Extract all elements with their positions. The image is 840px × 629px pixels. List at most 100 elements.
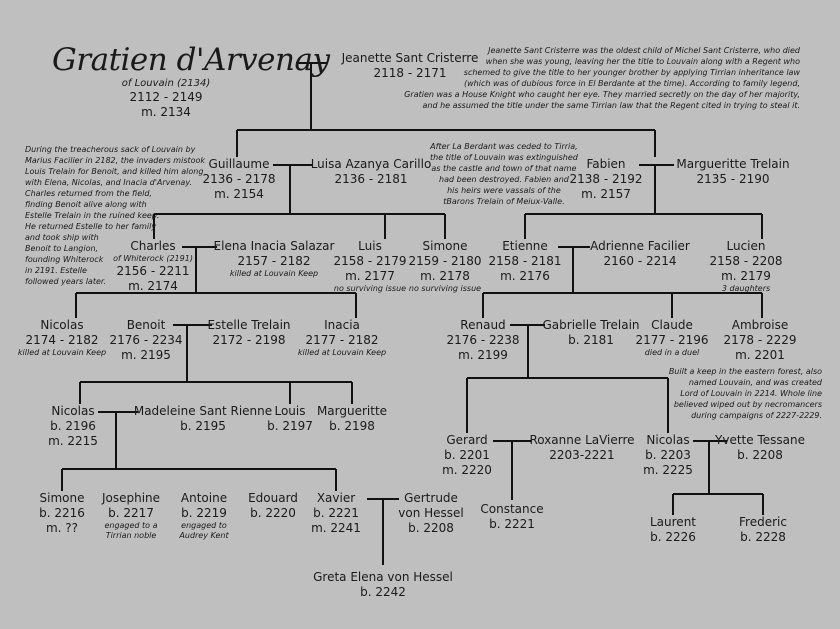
- person-note: engaged to a: [104, 521, 158, 530]
- person-name: Laurent: [649, 515, 697, 529]
- person-name: Gabrielle Trelain: [542, 318, 640, 332]
- person-detail: 2177 - 2182: [305, 333, 379, 347]
- note-ambroise: Built a keep in the eastern forest, also…: [669, 366, 822, 421]
- person-note: Tirrian noble: [105, 531, 157, 540]
- person-detail: 2135 - 2190: [696, 172, 770, 186]
- person-name: Claude: [651, 318, 693, 332]
- person-detail: 2156 - 2211: [116, 264, 190, 278]
- person-name: Margueritte Trelain: [676, 157, 790, 171]
- note-line: Benoit to Langion,: [25, 244, 99, 253]
- person-name: Frederic: [739, 515, 787, 529]
- person-note: no surviving issue: [333, 284, 407, 293]
- note-line: finding Benoit alive along with: [25, 200, 147, 209]
- person-detail: 2176 - 2234: [109, 333, 183, 347]
- person-name: Simone: [422, 239, 468, 253]
- person-name: Gertrude: [404, 491, 458, 505]
- person-detail: m. ??: [45, 521, 79, 535]
- person-detail: b. 2203: [645, 448, 691, 462]
- note-line: Estelle Trelain in the ruined keep.: [25, 211, 160, 220]
- note-line: named Louvain, and was created: [688, 378, 822, 387]
- person-detail: m. 2134: [141, 105, 191, 119]
- note-line: Charles returned from the field,: [25, 189, 152, 198]
- person-detail: b. 2195: [180, 419, 226, 433]
- person-detail: m. 2179: [721, 269, 771, 283]
- person-name: Louis: [274, 404, 306, 418]
- person-detail: 2172 - 2198: [212, 333, 286, 347]
- person-name: Elena Inacia Salazar: [213, 239, 335, 253]
- person-name: Constance: [480, 502, 544, 516]
- person-detail: 2177 - 2196: [635, 333, 709, 347]
- note-line: During the treacherous sack of Louvain b…: [25, 145, 196, 154]
- person-note: killed at Louvain Keep: [229, 269, 319, 278]
- note-line: followed years later.: [25, 277, 106, 286]
- person-note: died in a duel: [644, 348, 700, 357]
- person-detail: b. 2226: [650, 530, 696, 544]
- title-name: Gratien d'Arvenay: [52, 42, 330, 78]
- person-detail: m. 2178: [420, 269, 470, 283]
- person-detail: 2136 - 2181: [334, 172, 408, 186]
- person-detail: 2159 - 2180: [408, 254, 482, 268]
- note-line: and took ship with: [25, 233, 99, 242]
- note-line: (which was of dubious force in El Berdan…: [464, 79, 800, 88]
- person-name: Fabien: [586, 157, 626, 171]
- link-etienne-children: [482, 247, 763, 318]
- person-detail: b. 2242: [360, 585, 406, 599]
- link-benoit-children: [79, 325, 353, 404]
- person-name: Nicolas: [51, 404, 95, 418]
- note-line: and he assumed the title under the same …: [422, 101, 800, 110]
- link-gen1-children: [236, 63, 656, 157]
- person-note: of Whiterock (2191): [113, 254, 193, 263]
- person-detail: 2112 - 2149: [129, 90, 203, 104]
- person-detail: of Louvain (2134): [121, 78, 211, 89]
- note-line: the title of Louvain was extinguished: [430, 153, 578, 162]
- person-detail: 2158 - 2181: [488, 254, 562, 268]
- person-name: Charles: [130, 239, 176, 253]
- link-nicolas-children: [61, 412, 337, 491]
- person-detail: b. 2208: [408, 521, 454, 535]
- person-name: Greta Elena von Hessel: [313, 570, 453, 584]
- person-detail: m. 2195: [121, 348, 171, 362]
- person-name: Ambroise: [731, 318, 789, 332]
- person-note: killed at Louvain Keep: [17, 348, 107, 357]
- person-detail: b. 2221: [313, 506, 359, 520]
- person-detail: b. 2198: [329, 419, 375, 433]
- note-line: He returned Estelle to her family: [25, 222, 157, 231]
- person-name: Lucien: [726, 239, 766, 253]
- person-name: Luisa Azanya Carillo: [310, 157, 432, 171]
- person-name: Nicolas: [646, 433, 690, 447]
- note-line: Built a keep in the eastern forest, also: [668, 367, 822, 376]
- person-detail: 2160 - 2214: [603, 254, 677, 268]
- note-line: Jeanette Sant Cristerre was the oldest c…: [488, 46, 800, 55]
- person-detail: b. 2221: [489, 517, 535, 531]
- note-line: as the castle and town of that name: [431, 164, 577, 173]
- person-detail: m. 2220: [442, 463, 492, 477]
- person-detail: m. 2154: [214, 187, 264, 201]
- person-detail: m. 2157: [581, 187, 631, 201]
- person-name: Edouard: [248, 491, 298, 505]
- note-line: believed wiped out by necromancers: [673, 400, 822, 409]
- person-detail: b. 2217: [108, 506, 154, 520]
- person-detail: 2158 - 2179: [333, 254, 407, 268]
- person-note: killed at Louvain Keep: [297, 348, 387, 357]
- person-note: no surviving issue: [408, 284, 482, 293]
- link-fabien-children: [524, 165, 763, 239]
- person-name: Estelle Trelain: [207, 318, 291, 332]
